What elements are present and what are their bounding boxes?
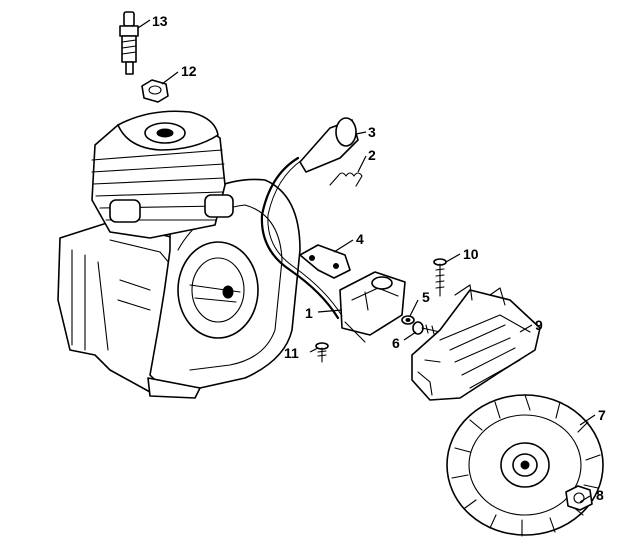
callout-labels: 13 12 3 2 4 1 5 6 10 9 11 7 8 — [152, 13, 606, 503]
callout-10: 10 — [463, 246, 479, 262]
callout-8: 8 — [596, 487, 604, 503]
spark-plug-boot — [299, 117, 359, 173]
spark-plug — [119, 11, 139, 75]
terminal-nut — [141, 79, 169, 103]
washer-5 — [401, 315, 415, 325]
callout-1: 1 — [305, 305, 313, 321]
screw-10 — [433, 258, 447, 297]
engine-housing — [57, 110, 301, 399]
mounting-bracket — [299, 244, 351, 279]
carrier-frame — [411, 284, 541, 401]
leader-lines — [137, 19, 596, 503]
ignition-module — [339, 271, 406, 343]
callout-12: 12 — [181, 63, 197, 79]
screw-6 — [412, 321, 441, 335]
callout-2: 2 — [368, 147, 376, 163]
callout-11: 11 — [284, 345, 299, 361]
ignition-lead — [260, 156, 343, 320]
flywheel — [446, 394, 604, 537]
callout-7: 7 — [598, 407, 606, 423]
hex-nut — [565, 485, 593, 511]
callout-3: 3 — [368, 124, 376, 140]
callout-9: 9 — [535, 317, 543, 333]
leg-spring — [329, 172, 363, 187]
callout-5: 5 — [422, 289, 430, 305]
callout-6: 6 — [392, 335, 400, 351]
callout-13: 13 — [152, 13, 168, 29]
screw-11 — [315, 342, 329, 363]
callout-4: 4 — [356, 231, 364, 247]
